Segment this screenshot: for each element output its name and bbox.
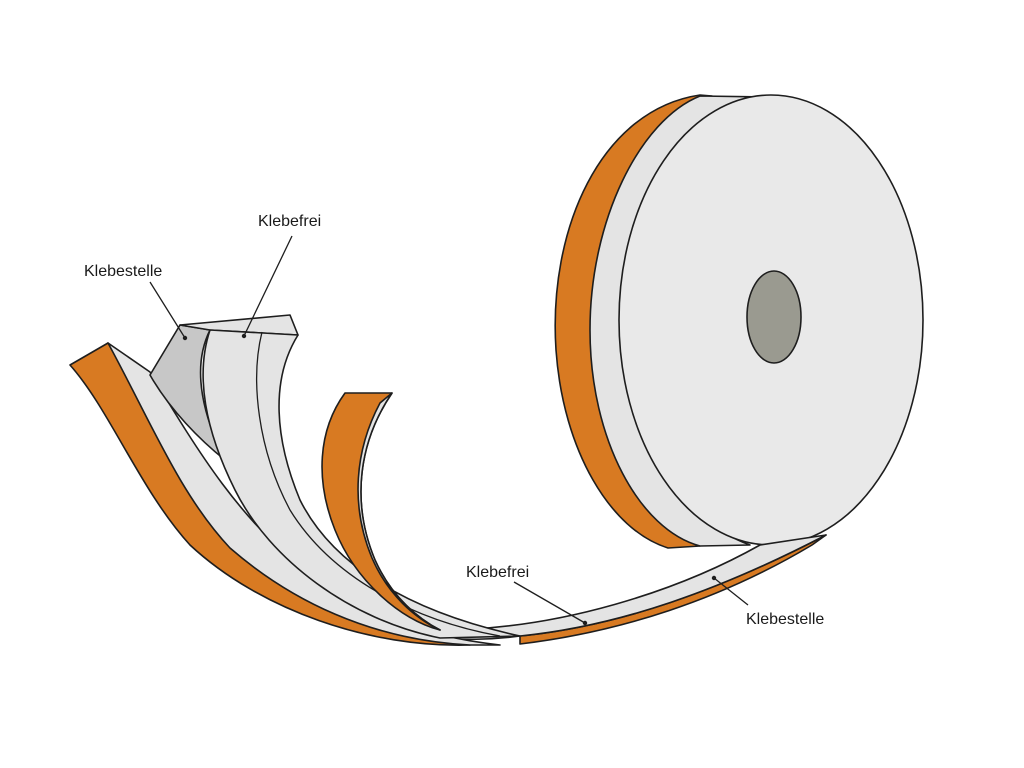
leader-dot-top-klebefrei [241, 333, 247, 339]
label-top-klebestelle: Klebestelle [84, 263, 162, 280]
tape-roll [554, 94, 924, 549]
unrolled-tape [439, 534, 827, 645]
bottom-strip-surface [439, 534, 827, 641]
left-strip-surface [107, 342, 501, 646]
left-strip [69, 342, 501, 646]
leader-bottom-klebefrei [513, 581, 586, 624]
small-curl [321, 392, 441, 631]
leader-top-klebestelle [149, 281, 186, 339]
small-curl-surface [357, 392, 441, 631]
label-top-klebefrei: Klebefrei [258, 213, 321, 230]
roll-core-hole [746, 270, 802, 364]
leader-bottom-klebestelle [713, 577, 749, 606]
label-bottom-klebefrei: Klebefrei [466, 564, 529, 581]
middle-strip-crease [256, 331, 501, 637]
label-bottom-klebestelle: Klebestelle [746, 611, 824, 628]
leader-dot-bottom-klebefrei [582, 620, 588, 626]
leader-top-klebefrei [243, 235, 293, 337]
annotations: Klebefrei Klebestelle Klebefrei Klebeste… [84, 213, 824, 628]
leader-dot-top-klebestelle [182, 335, 188, 341]
leader-dot-bottom-klebestelle [711, 575, 717, 581]
